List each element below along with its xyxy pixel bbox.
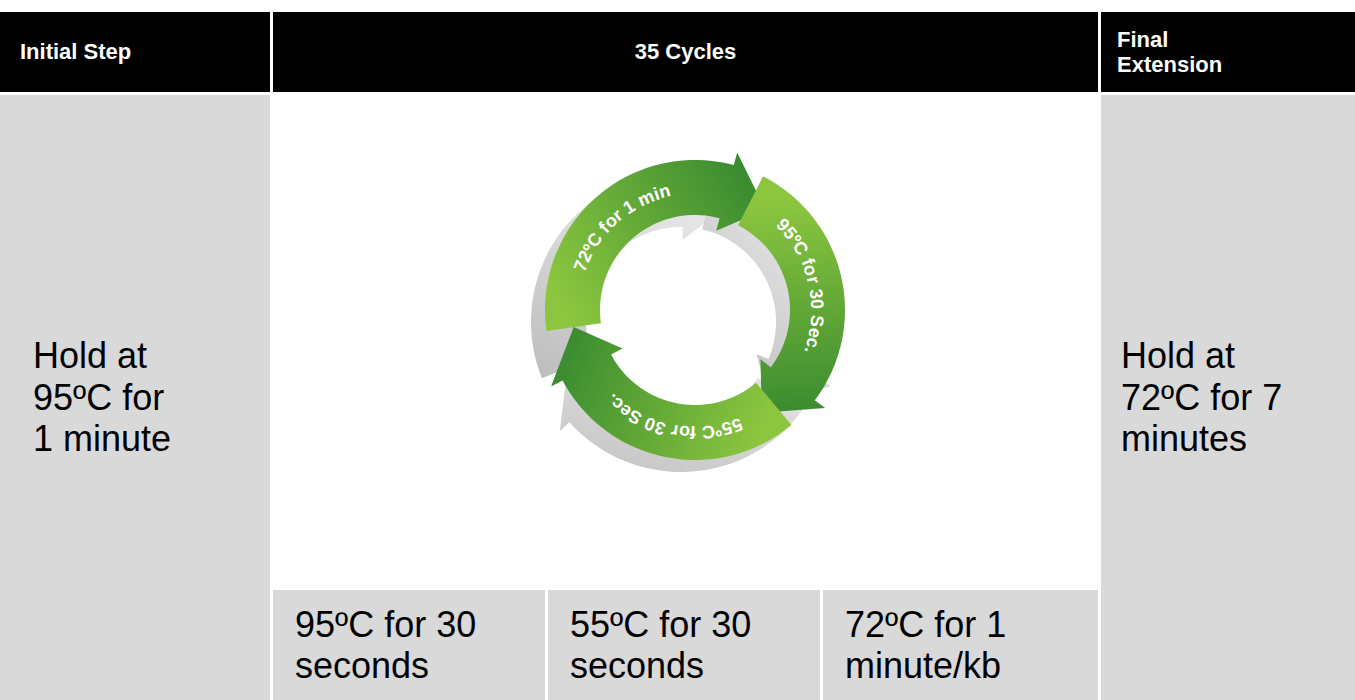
- header-cell: Final Extension: [1101, 12, 1355, 92]
- arrow-shape: [505, 120, 885, 500]
- arrow-fill: [738, 176, 845, 412]
- table-cell-text: Initial Step: [20, 39, 131, 64]
- cycle-step-cell: 72ºC for 1 minute/kb: [823, 590, 1098, 700]
- table-cell-text: Final Extension: [1117, 27, 1237, 78]
- table-cell-text: 72ºC for 1 minute/kb: [845, 604, 1085, 687]
- shadow-arrow: [545, 315, 810, 502]
- arrow-label: 55ºC for 30 Sec.: [505, 120, 885, 500]
- arrow-fill: [551, 327, 791, 460]
- cycle-step-cell: 55ºC for 30 seconds: [548, 590, 820, 700]
- header-cell: Initial Step: [0, 12, 270, 92]
- table-cell-text: 35 Cycles: [635, 39, 737, 64]
- step-cell: Hold at 95ºC for 1 minute: [0, 95, 270, 700]
- header-cell: 35 Cycles: [273, 12, 1098, 92]
- arrow-fill: [545, 153, 765, 331]
- table-cell-text: 55ºC for 30 seconds: [570, 604, 810, 687]
- cycle-arrow: 55ºC for 30 Sec.: [505, 120, 885, 500]
- table-cell-text: Hold at 72ºC for 7 minutes: [1121, 335, 1286, 459]
- table-cell-text: Hold at 95ºC for 1 minute: [33, 335, 188, 459]
- cycle-arrow: 95ºC for 30 Sec.: [505, 120, 885, 500]
- step-cell: Hold at 72ºC for 7 minutes: [1101, 95, 1355, 700]
- arrow-label: 72ºC for 1 min: [505, 120, 885, 500]
- table-cell-text: 95ºC for 30 seconds: [295, 604, 535, 687]
- arrow-label: 95ºC for 30 Sec.: [505, 120, 885, 500]
- cycle-step-cell: 95ºC for 30 seconds: [273, 590, 545, 700]
- cycle-arrow: 72ºC for 1 min: [505, 120, 885, 500]
